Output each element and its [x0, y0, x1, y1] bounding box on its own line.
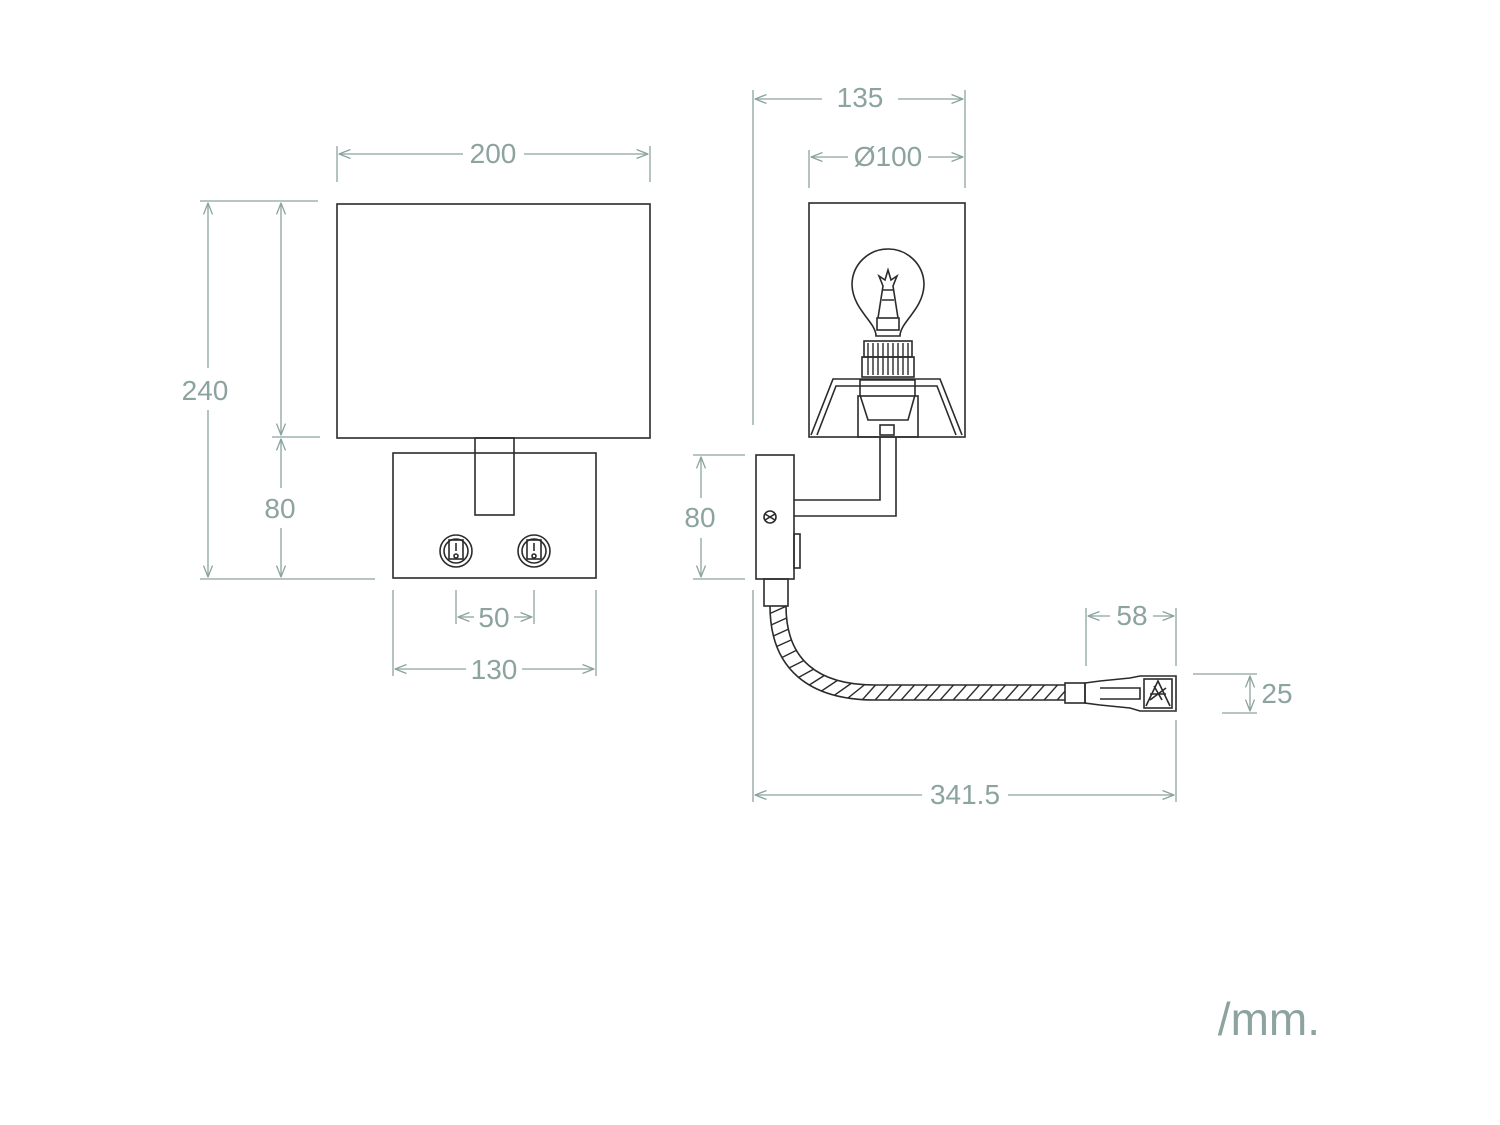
- right-switch-icon: [517, 534, 551, 568]
- front-view: [336, 203, 651, 579]
- side-wall-mount: [755, 454, 795, 580]
- side-dimension-labels: 135 Ø100 80 58 25 341.5: [684, 82, 1292, 810]
- lamp-socket: [857, 340, 919, 438]
- hose-connector: [763, 578, 789, 607]
- side-lamp-shade: [808, 202, 966, 438]
- front-arm-stem: [474, 437, 515, 516]
- dim-reading-head-height: 25: [1261, 678, 1292, 709]
- left-switch-icon: [439, 534, 473, 568]
- dim-overall-depth: 135: [837, 82, 884, 113]
- dim-side-base-height: 80: [684, 502, 715, 533]
- shade-frame: [810, 378, 963, 436]
- screw-icon: [763, 510, 777, 524]
- front-lamp-shade: [336, 203, 651, 439]
- dim-front-total-height: 240: [182, 375, 229, 406]
- flexible-hose: [769, 605, 1065, 701]
- dim-reading-head-length: 58: [1116, 600, 1147, 631]
- front-base-plate: [392, 452, 597, 579]
- unit-label: /mm.: [1218, 993, 1320, 1045]
- side-view: [755, 202, 1177, 712]
- side-switch: [793, 533, 801, 569]
- side-arm: [794, 437, 897, 517]
- dim-shade-diameter: Ø100: [854, 141, 923, 172]
- dim-switch-spacing: 50: [478, 602, 509, 633]
- dim-arm-reach: 341.5: [930, 779, 1000, 810]
- side-dimensions: [693, 90, 1257, 802]
- dim-front-base-width: 130: [471, 654, 518, 685]
- dim-front-base-height: 80: [264, 493, 295, 524]
- front-dimension-labels: 200 240 80 50 130: [182, 138, 518, 685]
- dim-front-width: 200: [470, 138, 517, 169]
- reading-head: [1064, 675, 1177, 712]
- front-dimensions: [200, 146, 651, 676]
- bulb-icon: [851, 248, 925, 337]
